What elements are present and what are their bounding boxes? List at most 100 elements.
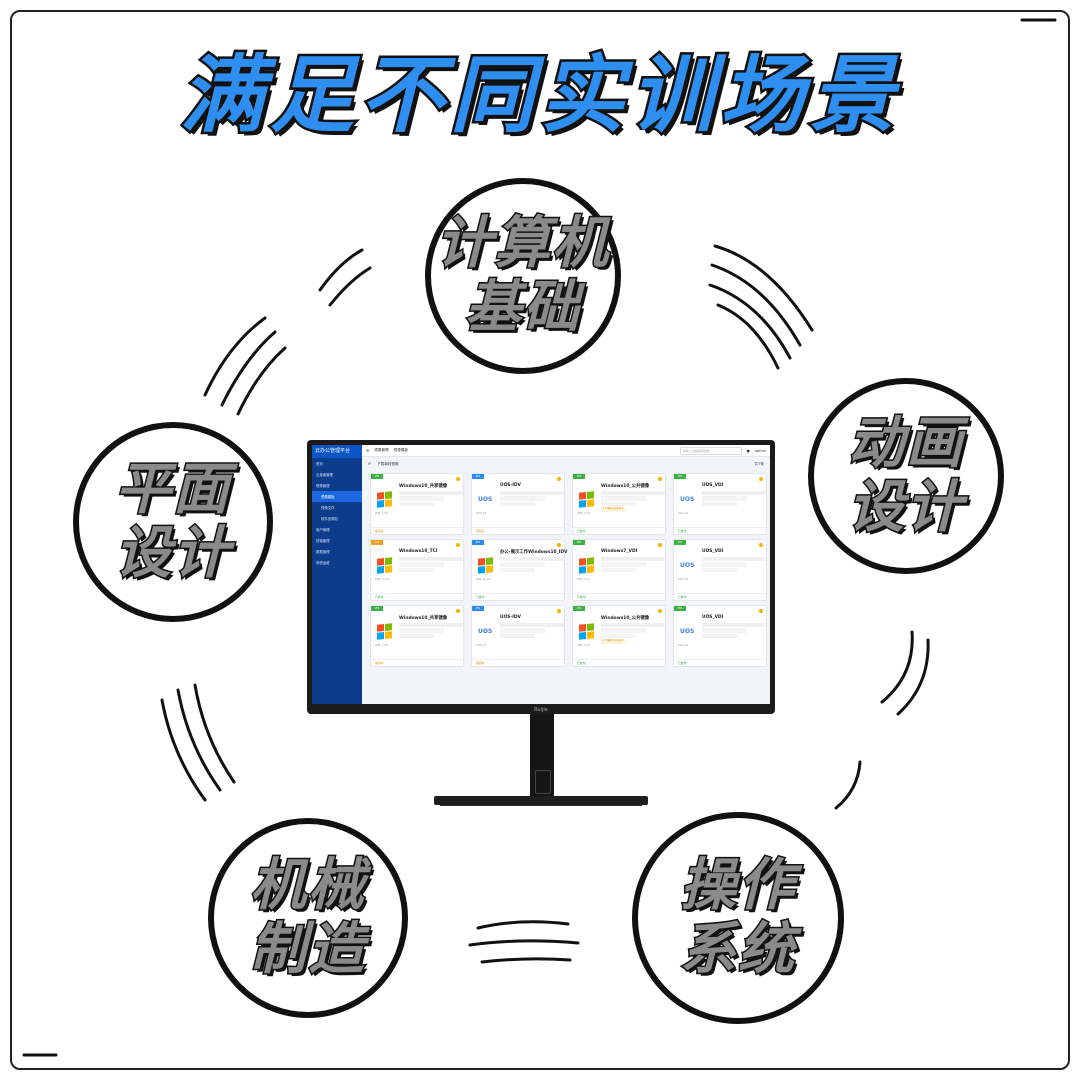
scenario-mechanical-manufacturing: 机械 制造: [208, 818, 408, 1018]
os-name: UOS_64: [476, 512, 487, 515]
status-dot: [557, 477, 561, 481]
uos-icon: UOS: [680, 496, 695, 503]
image-type-badge: IDV: [472, 606, 484, 611]
scenario-line2: 设计: [114, 520, 231, 587]
strokes-top-left: [203, 248, 372, 416]
card-status: 编辑中: [472, 659, 564, 666]
scenario-line2: 制造: [249, 916, 366, 983]
uos-icon: UOS: [680, 562, 695, 569]
scenario-operating-system: 操作 系统: [632, 812, 844, 1024]
nav-item-home[interactable]: 首页: [316, 462, 323, 466]
nav-item-terminal[interactable]: 终端管理: [316, 539, 330, 543]
os-name: UOS_64: [678, 512, 689, 515]
image-name: UOS_VDI: [702, 615, 724, 620]
app-toolbar: ⟳ 下载离线镜像 共7条: [362, 458, 770, 470]
status-dot: [456, 477, 460, 481]
status-dot: [658, 609, 662, 613]
nav-item-image[interactable]: 镜像管理: [316, 484, 330, 488]
page-title: 满足不同实训场景: [177, 44, 900, 147]
user-icon[interactable]: ●: [746, 448, 750, 453]
status-dot: [759, 543, 763, 547]
status-dot: [456, 609, 460, 613]
image-type-badge: VDI: [371, 606, 383, 611]
image-type-badge: VDI: [573, 606, 585, 611]
image-name: Windows7_VDI: [601, 549, 638, 554]
os-name: UOS_64: [678, 644, 689, 647]
image-specs: 1个镜像正在发布中: [601, 622, 665, 644]
image-specs: [500, 556, 564, 573]
image-card[interactable]: VDI WIN_7_64 Windows10_公共镜像 1个镜像正在发布中已发布: [572, 473, 666, 535]
status-dot: [557, 609, 561, 613]
publish-warning: 1个镜像正在发布中: [601, 639, 626, 644]
image-specs: [601, 556, 665, 573]
user-name[interactable]: admin: [754, 448, 766, 453]
windows-icon: [377, 491, 393, 508]
image-name: Windows10_公共镜像: [601, 616, 650, 621]
windows-icon: [377, 623, 393, 640]
image-type-badge: VDI: [674, 474, 686, 479]
corner-marks: [22, 18, 1057, 1057]
windows-icon: [579, 557, 595, 574]
page-frame: [10, 10, 1070, 1070]
download-offline-image[interactable]: 下载离线镜像: [377, 461, 399, 466]
scenario-line1: 动画: [847, 410, 964, 477]
image-type-badge: VDI: [674, 540, 686, 545]
breadcrumb-1[interactable]: 镜像管理: [374, 448, 389, 452]
nav-item-desktop[interactable]: 云桌面管理: [316, 473, 333, 477]
uos-icon: UOS: [680, 628, 695, 635]
refresh-icon[interactable]: ⟳: [368, 462, 372, 466]
status-dot: [557, 543, 561, 547]
search-input[interactable]: 请输入镜像名称搜索: [679, 446, 742, 455]
monitor: 云办公管理平台 首页 云桌面管理 镜像管理 镜像模板 镜像文件 软件资源包 用户…: [307, 440, 775, 714]
image-name: Windows10_公共镜像: [601, 484, 650, 489]
os-name: WIN_7_64: [577, 578, 590, 581]
image-name: Windows10_共享镜像: [399, 484, 448, 489]
image-type-badge: IDV: [472, 540, 484, 545]
os-name: UOS_64: [476, 644, 487, 647]
image-type-badge: VDI: [573, 540, 585, 545]
image-specs: [399, 556, 463, 573]
windows-icon: [579, 623, 595, 640]
os-name: WIN_7_64: [375, 512, 388, 515]
card-status: 已发布: [573, 527, 665, 534]
card-status: 已发布: [674, 527, 766, 534]
app-logo: 云办公管理平台: [312, 445, 362, 458]
image-card[interactable]: VDI WIN_7_64 Windows10_公共镜像 1个镜像正在发布中已发布: [572, 605, 666, 667]
card-status: 已发布: [472, 593, 564, 600]
nav-item-ops[interactable]: 系统运维: [316, 561, 330, 565]
strokes-left: [160, 683, 236, 802]
image-specs: [500, 490, 564, 507]
card-status: 编辑中: [472, 527, 564, 534]
nav-item-image-template[interactable]: 镜像模板: [312, 491, 362, 502]
os-name: WIN_7_64: [577, 512, 590, 515]
scenario-line2: 系统: [679, 916, 796, 983]
app-topbar: ☰ 镜像管理 镜像模板 请输入镜像名称搜索 ● admin: [362, 445, 770, 457]
nav-item-data[interactable]: 数据管理: [316, 550, 330, 554]
scenario-line1: 平面: [114, 456, 231, 523]
breadcrumb-2: 镜像模板: [393, 448, 408, 452]
card-status: 已发布: [371, 593, 463, 600]
publish-warning: 1个镜像正在发布中: [601, 507, 626, 512]
image-specs: [399, 490, 463, 507]
os-name: WIN_7_64: [577, 644, 590, 647]
nav-item-software[interactable]: 软件资源包: [321, 517, 338, 521]
nav-item-users[interactable]: 用户管理: [316, 528, 330, 532]
windows-icon: [579, 491, 595, 508]
card-status: 已发布: [573, 659, 665, 666]
os-name: WIN_10_64: [375, 578, 390, 581]
menu-icon[interactable]: ☰: [366, 448, 370, 453]
nav-item-image-file[interactable]: 镜像文件: [321, 506, 335, 510]
strokes-right: [834, 630, 930, 810]
image-type-badge: VDI: [573, 474, 585, 479]
